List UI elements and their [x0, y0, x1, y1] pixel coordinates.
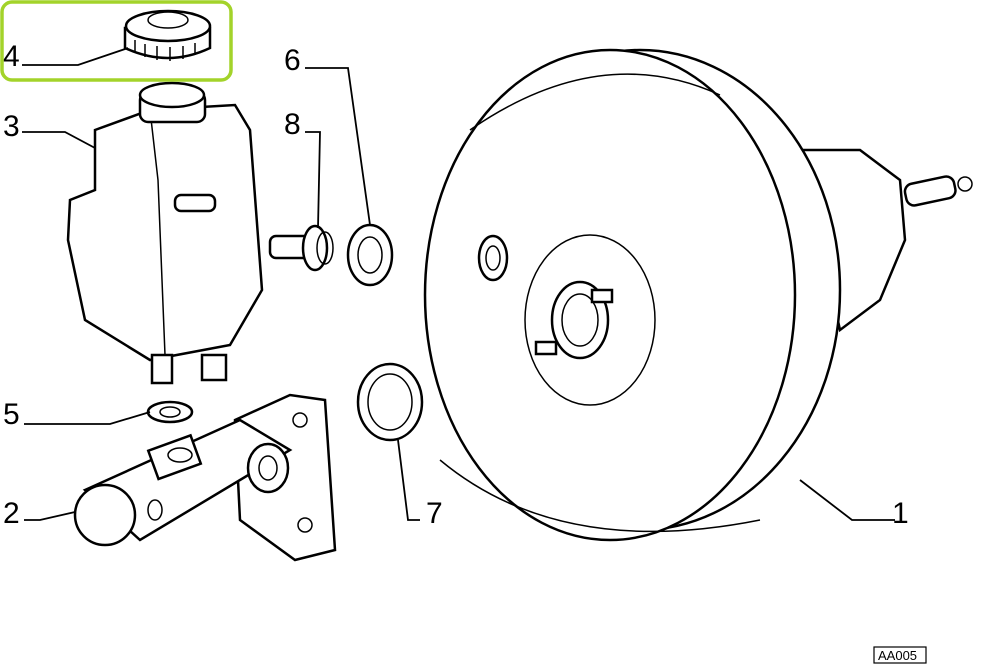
- part-6-grommet[interactable]: [346, 223, 394, 287]
- part-2-master-cylinder[interactable]: [73, 393, 337, 562]
- part-3-fluid-reservoir[interactable]: [66, 81, 264, 385]
- leader-line-7: [397, 439, 420, 521]
- leader-line-5: [24, 411, 151, 425]
- leader-line-2: [24, 511, 76, 521]
- leader-line-8: [305, 131, 321, 229]
- part-label-3[interactable]: 3: [3, 110, 20, 143]
- part-label-5[interactable]: 5: [3, 398, 20, 431]
- part-1-brake-booster[interactable]: [423, 48, 973, 542]
- part-8-connector-fitting[interactable]: [268, 224, 334, 272]
- part-label-6[interactable]: 6: [284, 44, 301, 77]
- part-4-reservoir-cap[interactable]: [123, 9, 212, 61]
- part-label-7[interactable]: 7: [426, 497, 443, 530]
- leader-line-3: [22, 131, 96, 149]
- leader-line-6: [305, 67, 371, 226]
- reference-code-box: [873, 646, 927, 664]
- leader-line-4: [22, 47, 129, 66]
- reference-code: AA005: [878, 648, 917, 663]
- leader-line-1: [799, 479, 895, 521]
- part-5-seal-washer[interactable]: [146, 400, 194, 424]
- part-label-8[interactable]: 8: [284, 108, 301, 141]
- part-label-4[interactable]: 4: [3, 40, 20, 73]
- part-7-seal-ring[interactable]: [356, 362, 424, 442]
- part-label-2[interactable]: 2: [3, 497, 20, 530]
- highlight-box-part-4: [0, 0, 233, 82]
- part-label-1[interactable]: 1: [892, 497, 909, 530]
